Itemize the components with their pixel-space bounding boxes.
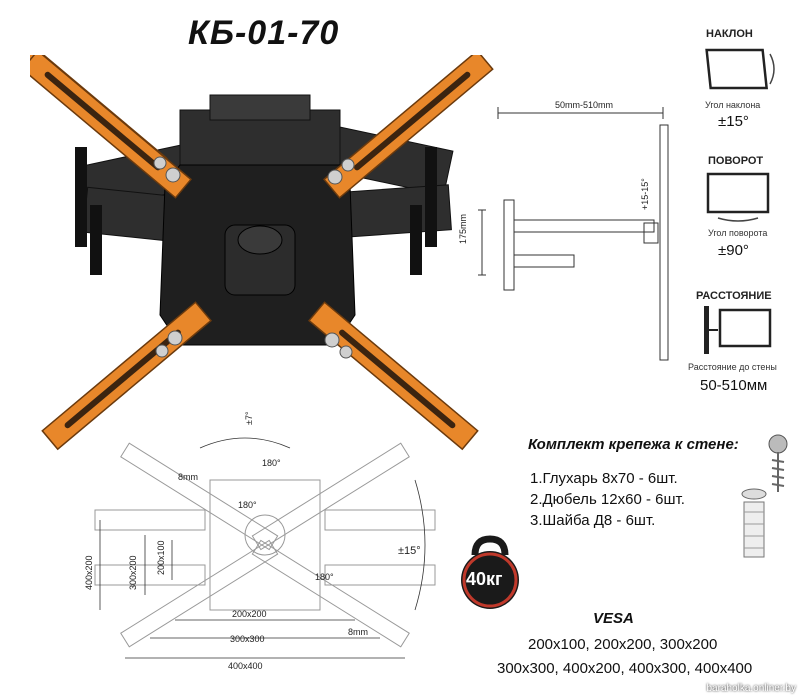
tilt-value: ±15° — [718, 113, 749, 130]
tilt-sub: Угол наклона — [705, 100, 761, 110]
side-angle-label: ±15° — [398, 545, 421, 557]
tilt-icon — [705, 48, 775, 90]
kit-title: Комплект крепежа к стене: — [528, 436, 739, 453]
swivel-sub: Угол поворота — [708, 228, 768, 238]
vesa-line-diagram — [94, 437, 436, 659]
tilt-heading: НАКЛОН — [706, 28, 753, 40]
mount-illustration — [30, 55, 494, 451]
product-title: КБ-01-70 — [188, 14, 340, 52]
v300x200: 300x200 — [128, 555, 138, 590]
weight-label: 40кг — [466, 569, 503, 589]
distance-heading: РАССТОЯНИЕ — [696, 290, 772, 302]
screw-icon — [741, 434, 788, 558]
side-width-label: 50mm-510mm — [555, 100, 614, 110]
swivel-heading: ПОВОРОТ — [708, 155, 764, 167]
weight-kettlebell-icon — [461, 535, 519, 609]
side-tilt-label: +15-15° — [640, 178, 650, 210]
swivel-icon — [706, 172, 770, 222]
mm8-a: 8mm — [178, 472, 198, 482]
h400x400: 400x400 — [228, 661, 263, 671]
mm8-b: 8mm — [348, 627, 368, 637]
distance-sub: Расстояние до стены — [688, 362, 777, 372]
deg180-c: 180° — [315, 572, 334, 582]
side-view-diagram — [478, 107, 669, 361]
watermark: baraholka.onliner.by — [706, 683, 796, 694]
kit-item-3: 3.Шайба Д8 - 6шт. — [530, 512, 656, 529]
deg180-b: 180° — [238, 500, 257, 510]
distance-value: 50-510мм — [700, 377, 768, 394]
distance-icon — [704, 306, 772, 354]
v400x200: 400x200 — [84, 555, 94, 590]
v200x100: 200x100 — [156, 540, 166, 575]
h200x200: 200x200 — [232, 609, 267, 619]
swivel-value: ±90° — [718, 242, 749, 259]
vesa-line-2: 300х300, 400х200, 400х300, 400х400 — [497, 660, 753, 677]
kit-item-2: 2.Дюбель 12х60 - 6шт. — [530, 491, 685, 508]
vesa-title: VESA — [593, 610, 634, 627]
h300x300: 300x300 — [230, 634, 265, 644]
vesa-line-1: 200х100, 200х200, 300х200 — [528, 636, 718, 653]
deg180-a: 180° — [262, 458, 281, 468]
side-height-label: 175mm — [458, 213, 468, 244]
kit-item-1: 1.Глухарь 8х70 - 6шт. — [530, 470, 678, 487]
rot-top-label: ±7° — [244, 411, 254, 425]
